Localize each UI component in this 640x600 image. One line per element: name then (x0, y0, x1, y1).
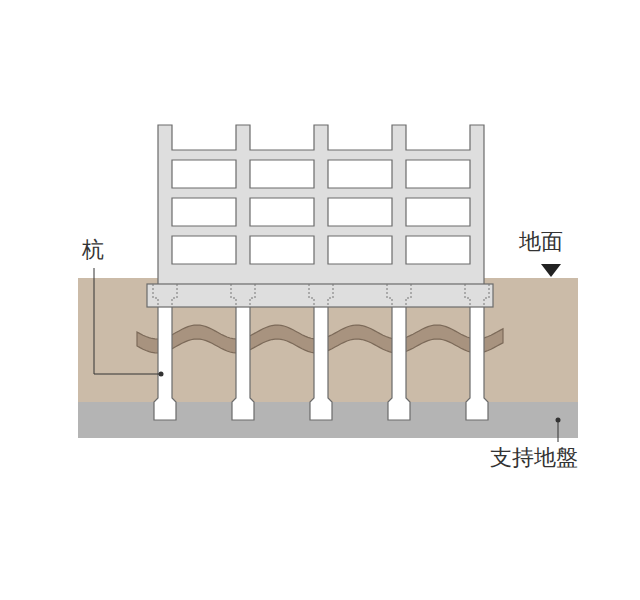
hidden-line (231, 284, 255, 307)
hidden-line (465, 284, 489, 307)
building-frame (158, 125, 484, 285)
ground-marker (541, 264, 561, 277)
pile (154, 300, 176, 420)
foundation-slab (147, 284, 493, 307)
stratum-label: 支持地盤 (490, 446, 578, 470)
hidden-line (309, 284, 333, 307)
leader-line (94, 268, 160, 374)
part-label: 杭 (82, 238, 104, 262)
leader-line (558, 420, 559, 442)
hidden-line (387, 284, 411, 307)
leader-dot (159, 372, 164, 377)
pile (466, 300, 488, 420)
pile (388, 300, 410, 420)
hidden-line (153, 284, 177, 307)
pile (310, 300, 332, 420)
ground-label: 地面 (519, 230, 563, 254)
leader-dot (556, 418, 561, 423)
pile (232, 300, 254, 420)
